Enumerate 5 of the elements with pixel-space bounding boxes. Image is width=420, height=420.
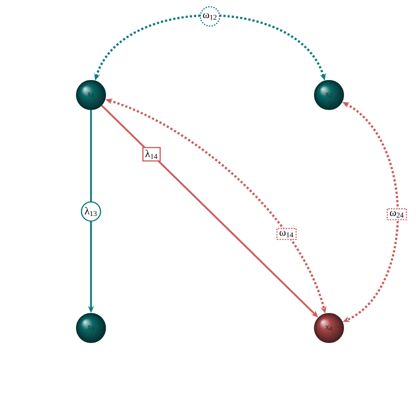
edge-label: ω$_{14}$ [276,228,297,240]
edge-label: ω$_{12}$ [200,6,220,27]
edge-label: ω$_{24}$ [386,208,408,220]
edge-label: λ$_{13}$ [80,201,102,222]
edge-label: λ$_{14}$ [142,146,161,162]
